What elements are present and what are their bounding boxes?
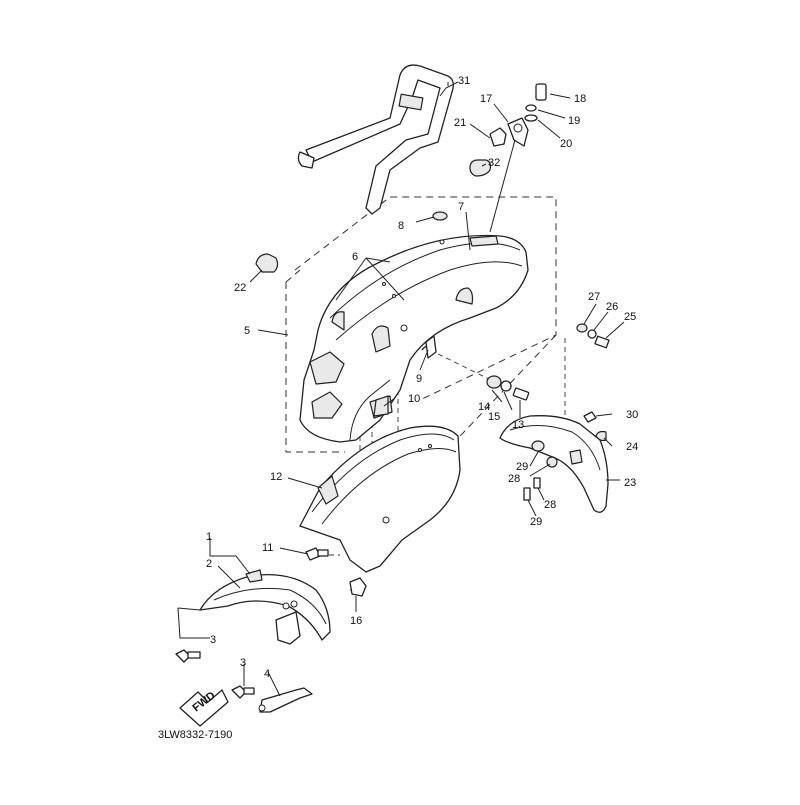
callout-13: 13 (512, 419, 524, 431)
callout-20: 20 (560, 138, 572, 150)
callout-7: 7 (458, 201, 464, 213)
callout-26: 26 (606, 301, 618, 313)
callout-28a: 28 (508, 473, 520, 485)
callout-28b: 28 (544, 499, 556, 511)
callout-27: 27 (588, 291, 600, 303)
rear-flap-part (499, 323, 610, 513)
diagram-code: 3LW8332-7190 (158, 729, 232, 741)
callout-8: 8 (398, 220, 404, 232)
callout-3a: 3 (210, 634, 216, 646)
callout-5: 5 (244, 325, 250, 337)
damper-rubber-part (255, 253, 279, 273)
callout-2: 2 (206, 558, 212, 570)
callout-32: 32 (488, 157, 500, 169)
callout-23: 23 (624, 477, 636, 489)
callout-14: 14 (478, 401, 490, 413)
callout-29b: 29 (530, 516, 542, 528)
callout-6: 6 (352, 251, 358, 263)
callout-numbers: 31 17 18 19 20 21 32 7 8 6 22 5 9 10 14 … (206, 75, 638, 680)
callout-3b: 3 (240, 657, 246, 669)
grab-rail-part (297, 64, 454, 215)
callout-24: 24 (626, 441, 638, 453)
callout-22: 22 (234, 282, 246, 294)
fwd-arrow-icon: FWD (179, 689, 229, 727)
fender-fasteners (305, 335, 530, 597)
callout-25: 25 (624, 311, 636, 323)
leader-lines (177, 81, 625, 697)
callout-12: 12 (270, 471, 282, 483)
callout-9: 9 (416, 373, 422, 385)
callout-18: 18 (574, 93, 586, 105)
callout-19: 19 (568, 115, 580, 127)
callout-17: 17 (480, 93, 492, 105)
front-fender-part (175, 569, 331, 713)
top-hardware-parts (432, 83, 547, 221)
callout-30: 30 (626, 409, 638, 421)
callout-4: 4 (264, 668, 270, 680)
inner-fender-part (299, 425, 461, 573)
callout-31: 31 (458, 75, 470, 87)
callout-11: 11 (262, 542, 273, 554)
callout-21: 21 (454, 117, 466, 129)
callout-10: 10 (408, 393, 420, 405)
callout-29a: 29 (516, 461, 528, 473)
callout-15: 15 (488, 411, 500, 423)
callout-1: 1 (206, 531, 212, 543)
callout-16: 16 (350, 615, 362, 627)
